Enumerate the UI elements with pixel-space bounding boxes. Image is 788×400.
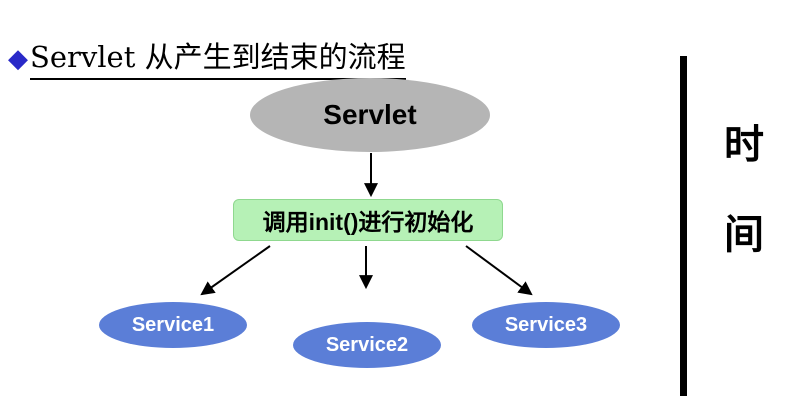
init-node: 调用init()进行初始化 [233, 199, 503, 241]
service2-node-label: Service2 [325, 333, 409, 356]
service1-node-label: Service1 [131, 313, 215, 336]
servlet-node: Servlet [250, 78, 490, 152]
init-node-label: 调用init()进行初始化 [262, 209, 474, 235]
slide-title-text: Servlet 从产生到结束的流程 [30, 34, 406, 80]
arrow-init-to-service1 [200, 245, 271, 296]
service3-node: Service3 [472, 302, 620, 348]
servlet-node-label: Servlet [323, 99, 417, 130]
timeline-label-bottom: 间 [724, 211, 764, 258]
slide-title: ◆ Servlet 从产生到结束的流程 [8, 34, 406, 80]
service1-node: Service1 [99, 302, 247, 348]
service2-node: Service2 [293, 322, 441, 368]
diamond-bullet-icon: ◆ [8, 44, 28, 74]
arrow-init-to-service3 [465, 245, 533, 296]
timeline-bar [680, 56, 687, 396]
service3-node-label: Service3 [504, 313, 588, 336]
timeline-label-top: 时 [724, 121, 764, 168]
